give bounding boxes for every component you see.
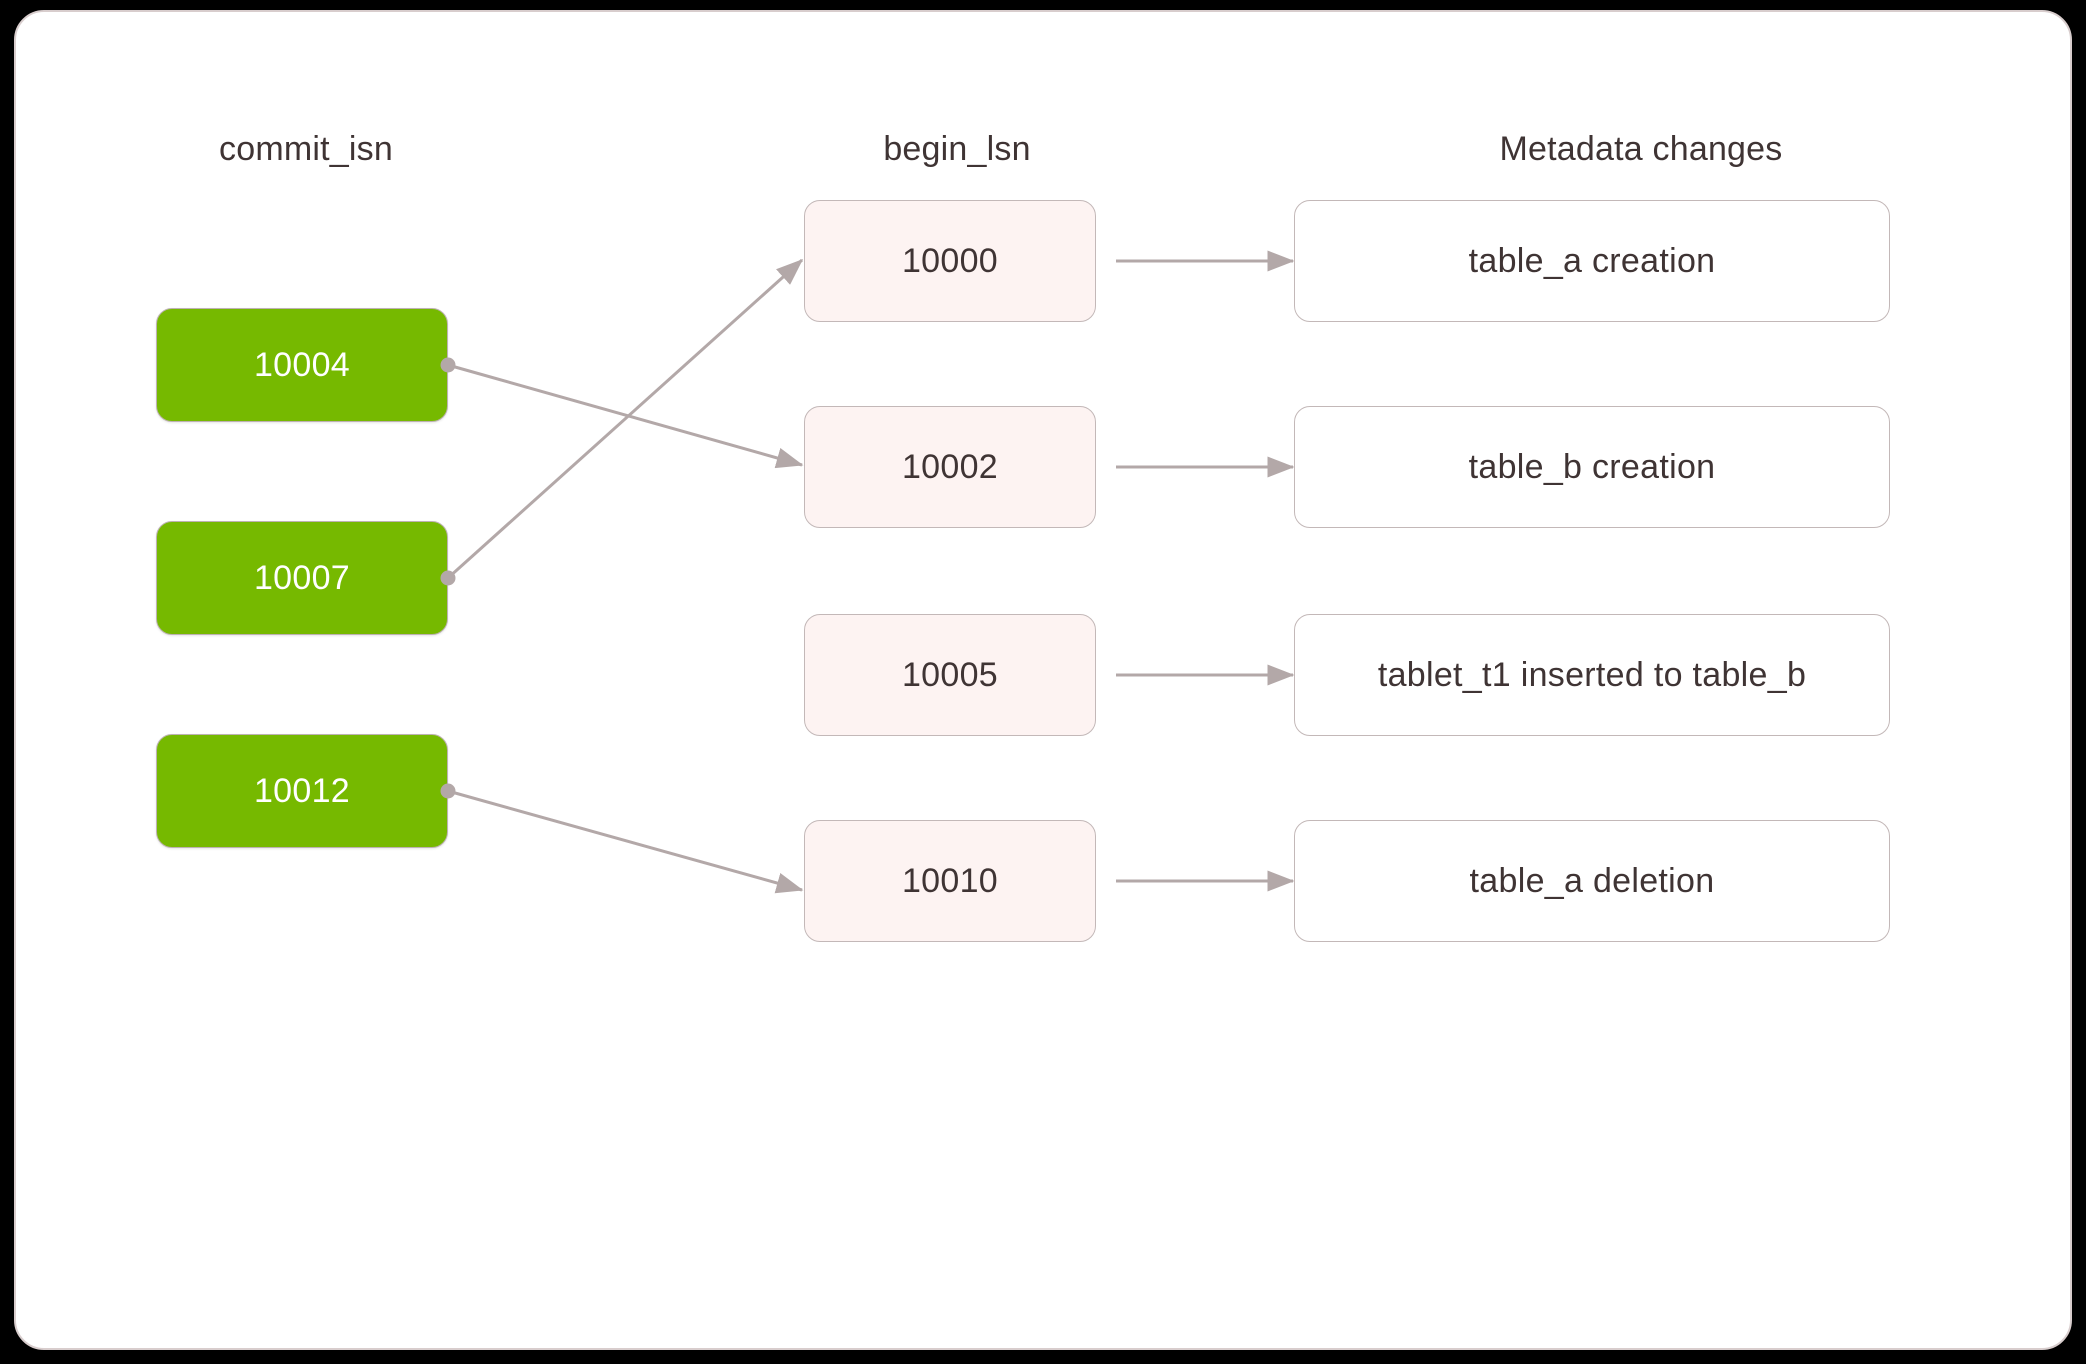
column-header-metadata-changes: Metadata changes [1499,130,1783,168]
metadata-node-table-a-creation[interactable]: table_a creation [1294,200,1890,322]
commit-node-10004-port-dot [440,357,456,373]
diagram-canvas: commit_isn begin_lsn Metadata changes 10… [14,10,2072,1350]
begin-node-10010[interactable]: 10010 [804,820,1096,942]
metadata-node-tablet-t1-inserted[interactable]: tablet_t1 inserted to table_b [1294,614,1890,736]
edge-10004-to-10002 [447,363,804,469]
commit-node-10012[interactable]: 10012 [156,734,448,848]
metadata-node-table-b-creation[interactable]: table_b creation [1294,406,1890,528]
column-header-begin-lsn: begin_lsn [883,130,1031,168]
begin-node-10005[interactable]: 10005 [804,614,1096,736]
commit-node-10007-port-dot [440,570,456,586]
begin-node-10002[interactable]: 10002 [804,406,1096,528]
metadata-node-table-a-deletion[interactable]: table_a deletion [1294,820,1890,942]
commit-node-10004[interactable]: 10004 [156,308,448,422]
begin-node-10000[interactable]: 10000 [804,200,1096,322]
edge-10012-to-10010 [447,789,804,894]
commit-node-10007[interactable]: 10007 [156,521,448,635]
commit-node-10012-port-dot [440,783,456,799]
column-header-commit-isn: commit_isn [219,130,393,168]
edge-10007-to-10000 [446,258,804,580]
